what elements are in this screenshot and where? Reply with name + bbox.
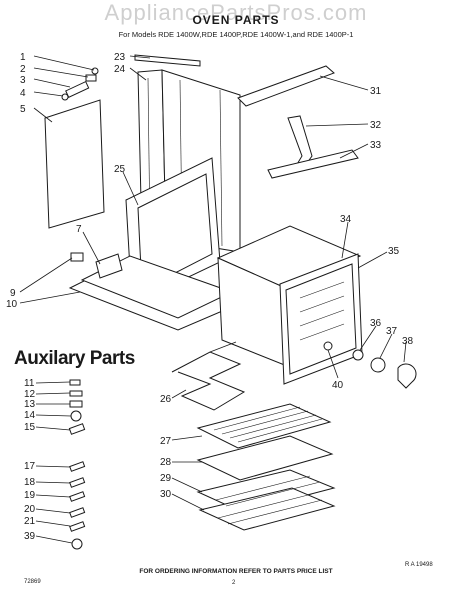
callout-35: 35: [388, 246, 400, 257]
aux-callout-18: 18: [24, 477, 36, 488]
light-bulb-38: [397, 363, 417, 389]
aux-callout-21: 21: [24, 516, 36, 527]
clip-9: [70, 252, 84, 262]
broiler-grid-lines: [213, 406, 323, 443]
callout-4: 4: [20, 88, 26, 99]
aux-callout-labels: 11 12 13 14 15 17 18 19 20 21 39: [24, 378, 36, 542]
oven-rack-30: [198, 487, 336, 531]
top-rail-31: [237, 65, 335, 107]
ordering-note: FOR ORDERING INFORMATION REFER TO PARTS …: [139, 568, 333, 575]
rack-wires: [215, 475, 323, 525]
aux-callout-14: 14: [24, 410, 36, 421]
light-socket-36: [352, 349, 364, 361]
bake-element-26: [171, 351, 246, 411]
callout-36: 36: [370, 318, 382, 329]
callout-38: 38: [402, 336, 414, 347]
callout-7: 7: [76, 224, 82, 235]
callout-10: 10: [6, 299, 18, 310]
callout-23: 23: [114, 52, 126, 63]
aux-callout-15: 15: [24, 422, 36, 433]
page-title: OVEN PARTS: [192, 13, 280, 27]
auxiliary-parts-icons: [68, 379, 86, 550]
callout-25: 25: [114, 164, 126, 175]
leader-lines: [19, 55, 407, 544]
callout-29: 29: [160, 473, 172, 484]
callout-26: 26: [160, 394, 172, 405]
callout-31: 31: [370, 86, 382, 97]
aux-callout-13: 13: [24, 399, 36, 410]
callout-3: 3: [20, 75, 26, 86]
callout-37: 37: [386, 326, 398, 337]
reference-code: R A 19498: [405, 562, 433, 568]
watermark: AppliancePartsPros.com: [104, 0, 368, 25]
rack-supports: [299, 281, 345, 341]
callout-24: 24: [114, 64, 126, 75]
aux-callout-17: 17: [24, 461, 36, 472]
top-bar-23: [134, 54, 201, 67]
callout-1: 1: [20, 52, 26, 63]
page-number: 2: [232, 580, 236, 586]
callout-34: 34: [340, 214, 352, 225]
callout-5: 5: [20, 104, 26, 115]
oven-gasket-35: [285, 263, 357, 375]
aux-callout-12: 12: [24, 389, 36, 400]
callout-32: 32: [370, 120, 382, 131]
back-panel-5: [44, 99, 105, 229]
broiler-pan-28: [196, 435, 334, 481]
callout-27: 27: [160, 436, 172, 447]
aux-callout-20: 20: [24, 504, 36, 515]
aux-callout-39: 39: [24, 531, 36, 542]
callout-40: 40: [332, 380, 344, 391]
callout-9: 9: [10, 288, 16, 299]
aux-callout-19: 19: [24, 490, 36, 501]
aux-callout-11: 11: [24, 378, 35, 389]
auxiliary-parts-heading: Auxilary Parts: [14, 348, 135, 369]
part-40: [323, 341, 333, 351]
broiler-grid-27: [196, 403, 332, 449]
callout-labels: 1 2 3 4 5 23 24 31 32 33 25 34 35 7 9 10…: [6, 52, 414, 500]
callout-30: 30: [160, 489, 172, 500]
rear-rail-33: [267, 149, 359, 179]
light-lens-37: [370, 357, 386, 373]
callout-28: 28: [160, 457, 172, 468]
callout-2: 2: [20, 64, 26, 75]
fasteners-1-4: [61, 67, 99, 101]
page-subtitle: For Models RDE 1400W,RDE 1400P,RDE 1400W…: [118, 30, 354, 39]
page-code: 72869: [24, 579, 41, 585]
callout-33: 33: [370, 140, 382, 151]
bracket-7: [95, 253, 123, 279]
